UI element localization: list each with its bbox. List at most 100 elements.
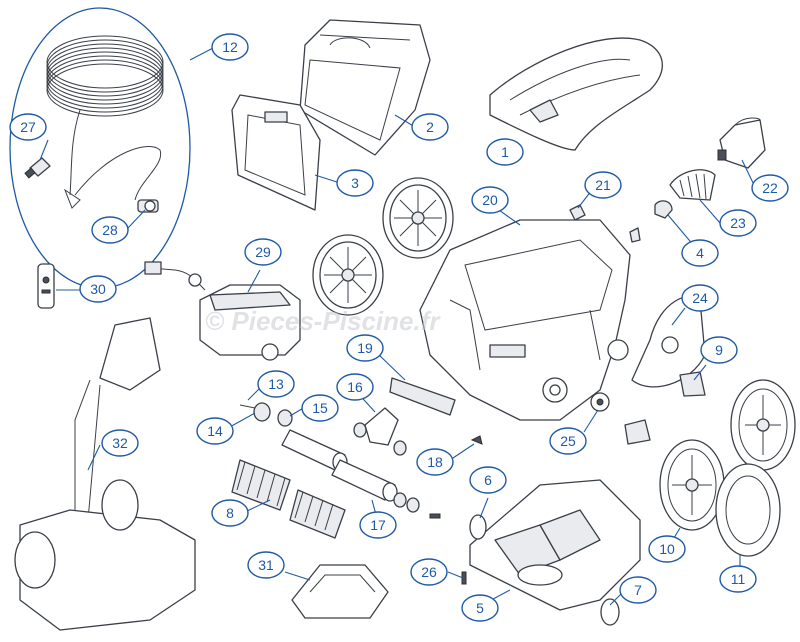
watermark: © Pieces-Piscine.fr (205, 306, 441, 336)
svg-text:15: 15 (312, 400, 328, 416)
retaining-clip-21 (569, 204, 586, 221)
callout-6: 6 (469, 466, 507, 494)
callout-24: 24 (681, 284, 719, 312)
callout-3: 3 (336, 169, 374, 197)
callout-31: 31 (247, 551, 285, 579)
callout-15: 15 (301, 394, 339, 422)
svg-text:26: 26 (421, 564, 437, 580)
wheel-upper-right (730, 379, 796, 471)
bottom-frame (469, 479, 641, 611)
cable-kit-outline (9, 7, 191, 289)
motor-coupling (717, 117, 766, 169)
wheel-lower (312, 234, 384, 316)
filter-panel (231, 94, 321, 211)
svg-text:4: 4 (696, 245, 704, 261)
svg-text:20: 20 (482, 192, 498, 208)
callout-10: 10 (648, 535, 686, 563)
svg-text:13: 13 (268, 376, 284, 392)
callout-22: 22 (751, 174, 789, 202)
svg-text:24: 24 (692, 290, 708, 306)
callout-23: 23 (719, 209, 757, 237)
gear-7 (600, 598, 620, 626)
callout-5: 5 (461, 594, 499, 622)
callout-21: 21 (584, 171, 622, 199)
brush-8a (231, 459, 291, 511)
svg-text:27: 27 (20, 119, 36, 135)
front-flap (389, 377, 456, 416)
svg-text:11: 11 (731, 571, 746, 587)
callout-26: 26 (410, 558, 448, 586)
floating-cable-coil (46, 35, 164, 209)
svg-text:6: 6 (484, 472, 492, 488)
callout-18: 18 (416, 448, 454, 476)
svg-text:1: 1 (501, 144, 509, 160)
gear-6 (469, 514, 487, 540)
callout-30: 30 (79, 275, 117, 303)
callout-1: 1 (486, 138, 524, 166)
callout-13: 13 (257, 370, 295, 398)
side-cover (631, 295, 706, 388)
latch-4 (629, 200, 673, 243)
roller-tube-17 (331, 459, 398, 502)
svg-text:3: 3 (351, 175, 359, 191)
remote-control (37, 263, 55, 309)
power-supply (144, 261, 301, 361)
bushing-15 (277, 409, 293, 427)
svg-text:5: 5 (476, 600, 484, 616)
callout-16: 16 (336, 373, 374, 401)
brush-8b (289, 489, 346, 539)
svg-text:10: 10 (659, 541, 675, 557)
wheel-rim-10 (659, 439, 725, 531)
svg-text:18: 18 (427, 454, 443, 470)
callout-14: 14 (196, 417, 234, 445)
callout-20: 20 (471, 186, 509, 214)
svg-text:2: 2 (426, 119, 434, 135)
svg-text:32: 32 (112, 435, 128, 451)
hub-mid (624, 419, 651, 445)
svg-text:29: 29 (255, 244, 271, 260)
pivot-25 (590, 392, 610, 412)
callout-4: 4 (681, 239, 719, 267)
transport-caddy (14, 317, 196, 631)
svg-text:25: 25 (560, 433, 576, 449)
svg-text:31: 31 (258, 557, 274, 573)
handle-tray (291, 564, 389, 619)
clip-18 (470, 435, 483, 445)
intake-grill (669, 169, 716, 201)
svg-text:22: 22 (762, 180, 778, 196)
bearing-14 (239, 402, 271, 422)
callout-8: 8 (211, 499, 249, 527)
svg-text:12: 12 (222, 39, 238, 55)
svg-text:7: 7 (634, 582, 642, 598)
wheel-upper (382, 177, 454, 259)
cable-plug (137, 199, 159, 213)
svg-text:28: 28 (102, 222, 118, 238)
bearing-set (393, 492, 441, 519)
svg-text:21: 21 (595, 177, 611, 193)
svg-text:23: 23 (730, 215, 746, 231)
callout-29: 29 (244, 238, 282, 266)
callout-7: 7 (619, 576, 657, 604)
side-bracket (353, 407, 407, 456)
main-chassis (419, 219, 631, 421)
hub-9 (679, 371, 706, 397)
callout-2: 2 (411, 113, 449, 141)
swivel-connector (24, 157, 51, 179)
callout-11: 11 (719, 565, 757, 593)
svg-text:16: 16 (347, 379, 363, 395)
svg-text:9: 9 (715, 342, 723, 358)
top-cover (489, 37, 663, 151)
filter-canister (299, 19, 431, 156)
callout-27: 27 (9, 113, 47, 141)
svg-text:30: 30 (90, 281, 106, 297)
svg-text:17: 17 (370, 517, 386, 533)
callout-17: 17 (359, 511, 397, 539)
tire-11 (715, 463, 781, 557)
svg-text:19: 19 (357, 340, 373, 356)
svg-text:14: 14 (207, 423, 223, 439)
callout-28: 28 (91, 216, 129, 244)
callout-19: 19 (346, 334, 384, 362)
svg-text:8: 8 (226, 505, 234, 521)
